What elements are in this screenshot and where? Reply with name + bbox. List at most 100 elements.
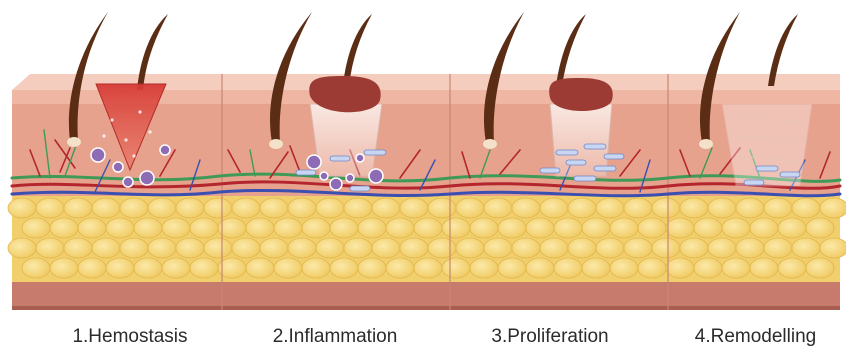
fat-cell <box>302 258 330 278</box>
fat-cell <box>610 218 638 238</box>
fat-cell <box>92 238 120 258</box>
fat-cell <box>8 238 36 258</box>
fat-cell <box>204 198 232 218</box>
fat-cell <box>50 258 78 278</box>
fat-cell <box>442 258 470 278</box>
fat-cell <box>722 218 750 238</box>
fat-cell <box>260 198 288 218</box>
fat-cell <box>624 238 652 258</box>
fat-cell <box>624 198 652 218</box>
fat-cell <box>582 258 610 278</box>
fat-cell <box>498 258 526 278</box>
fat-cell <box>190 218 218 238</box>
fat-cell <box>484 198 512 218</box>
fat-cell <box>540 238 568 258</box>
fat-cell <box>568 198 596 218</box>
fat-cell <box>470 258 498 278</box>
fat-cell <box>736 238 764 258</box>
fat-cell <box>750 218 778 238</box>
fat-cell <box>36 198 64 218</box>
fat-cell <box>638 258 666 278</box>
fat-cells <box>8 198 846 278</box>
stage-label-inflammation: 2.Inflammation <box>235 326 435 352</box>
fat-cell <box>708 198 736 218</box>
fat-cell <box>512 238 540 258</box>
fat-cell <box>400 198 428 218</box>
fat-cell <box>78 258 106 278</box>
fat-cell <box>106 258 134 278</box>
fat-cell <box>372 238 400 258</box>
fat-cell <box>610 258 638 278</box>
fat-cell <box>8 198 36 218</box>
fat-cell <box>106 218 134 238</box>
fat-cell <box>288 238 316 258</box>
fat-cell <box>50 218 78 238</box>
fat-cell <box>316 198 344 218</box>
fat-cell <box>176 198 204 218</box>
fat-cell <box>820 198 846 218</box>
fat-cell <box>806 258 834 278</box>
fat-cell <box>232 238 260 258</box>
fat-cell <box>190 258 218 278</box>
fat-cell <box>666 258 694 278</box>
muscle-layer <box>12 282 840 310</box>
fat-cell <box>428 238 456 258</box>
fat-cell <box>778 258 806 278</box>
fat-cell <box>344 238 372 258</box>
fat-cell <box>288 198 316 218</box>
fat-cell <box>316 238 344 258</box>
stage-label-hemostasis: 1.Hemostasis <box>40 326 220 352</box>
fat-cell <box>22 218 50 238</box>
fat-cell <box>78 218 106 238</box>
fat-cell <box>134 258 162 278</box>
fat-cell <box>820 238 846 258</box>
fat-cell <box>638 218 666 238</box>
fat-cell <box>400 238 428 258</box>
fat-cell <box>736 198 764 218</box>
fat-cell <box>148 198 176 218</box>
fat-cell <box>554 218 582 238</box>
fat-cell <box>120 238 148 258</box>
fat-cell <box>386 258 414 278</box>
fat-cell <box>176 238 204 258</box>
fat-cell <box>330 218 358 238</box>
fat-cell <box>232 198 260 218</box>
fat-cell <box>680 198 708 218</box>
fat-cell <box>792 238 820 258</box>
fat-cell <box>204 238 232 258</box>
fat-cell <box>302 218 330 238</box>
fat-cell <box>36 238 64 258</box>
fat-cell <box>64 198 92 218</box>
fat-cell <box>456 238 484 258</box>
fat-cell <box>540 198 568 218</box>
fat-cell <box>358 218 386 238</box>
fat-cell <box>330 258 358 278</box>
fat-cell <box>750 258 778 278</box>
fat-cell <box>22 258 50 278</box>
fat-cell <box>554 258 582 278</box>
fat-cell <box>92 198 120 218</box>
fat-cell <box>442 218 470 238</box>
fat-cell <box>722 258 750 278</box>
fat-cell <box>386 218 414 238</box>
fat-cell <box>680 238 708 258</box>
fat-cell <box>512 198 540 218</box>
fat-cell <box>456 198 484 218</box>
fat-cell <box>162 218 190 238</box>
fat-cell <box>246 218 274 238</box>
fat-cell <box>134 218 162 238</box>
fat-cell <box>596 238 624 258</box>
fat-cell <box>162 258 190 278</box>
fat-cell <box>148 238 176 258</box>
fat-cell <box>498 218 526 238</box>
fat-cell <box>372 198 400 218</box>
fat-cell <box>428 198 456 218</box>
fat-cell <box>526 258 554 278</box>
fat-cell <box>652 238 680 258</box>
fat-cell <box>764 238 792 258</box>
fat-cell <box>64 238 92 258</box>
fat-cell <box>596 198 624 218</box>
fat-cell <box>806 218 834 238</box>
fat-cell <box>764 198 792 218</box>
fat-cell <box>792 198 820 218</box>
